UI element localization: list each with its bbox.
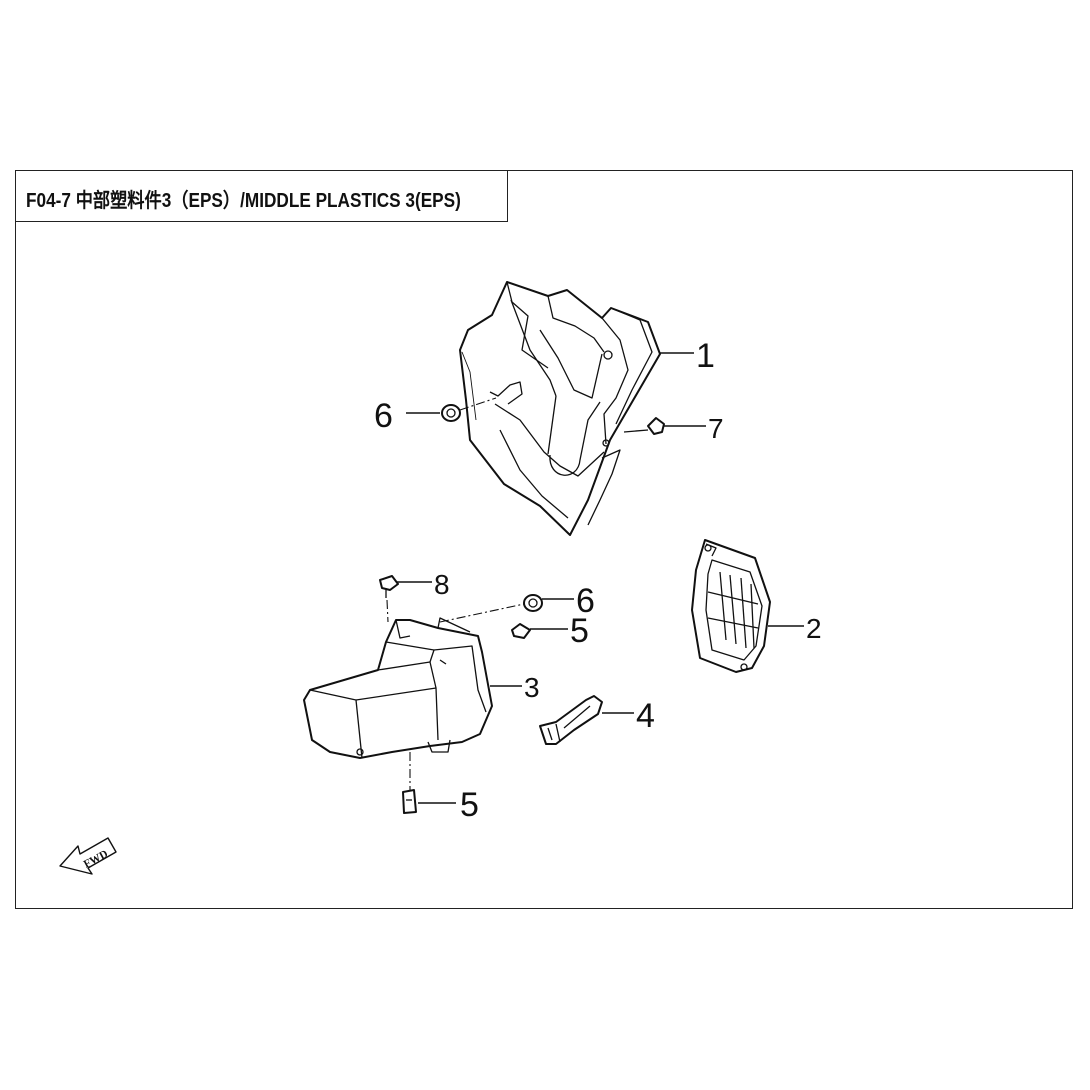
callout-2: 2 xyxy=(806,613,822,644)
callout-5a: 5 xyxy=(570,612,589,650)
part-4-bracket xyxy=(539,695,603,745)
part-3-lower-duct xyxy=(303,617,493,759)
part-1-upper-panel xyxy=(459,281,661,536)
callout-1: 1 xyxy=(696,337,715,375)
fastener-8-bolt xyxy=(379,575,399,598)
title-box xyxy=(15,170,508,222)
callout-3: 3 xyxy=(524,672,540,703)
drawing-frame xyxy=(15,170,1073,909)
assembly-line-6-upper xyxy=(459,397,497,411)
assembly-line-8 xyxy=(386,599,389,623)
part-2-vent-grille xyxy=(691,539,771,673)
fastener-7-screw xyxy=(623,417,665,435)
fastener-6-upper-grommet xyxy=(441,404,461,422)
callout-8: 8 xyxy=(434,569,450,600)
callout-7: 7 xyxy=(708,413,724,444)
fastener-5-clip-nut xyxy=(402,789,417,814)
page-title: F04-7 中部塑料件3（EPS）/MIDDLE PLASTICS 3(EPS) xyxy=(26,190,461,212)
callout-5b: 5 xyxy=(460,786,479,824)
fwd-arrow-icon: FWD xyxy=(59,837,117,875)
fastener-5-screw xyxy=(511,623,531,639)
fastener-6-lower-grommet xyxy=(523,594,543,612)
assembly-line-6-lower xyxy=(439,603,525,623)
callout-6a: 6 xyxy=(374,397,393,435)
callout-6b: 6 xyxy=(576,582,595,620)
callout-4: 4 xyxy=(636,697,655,735)
